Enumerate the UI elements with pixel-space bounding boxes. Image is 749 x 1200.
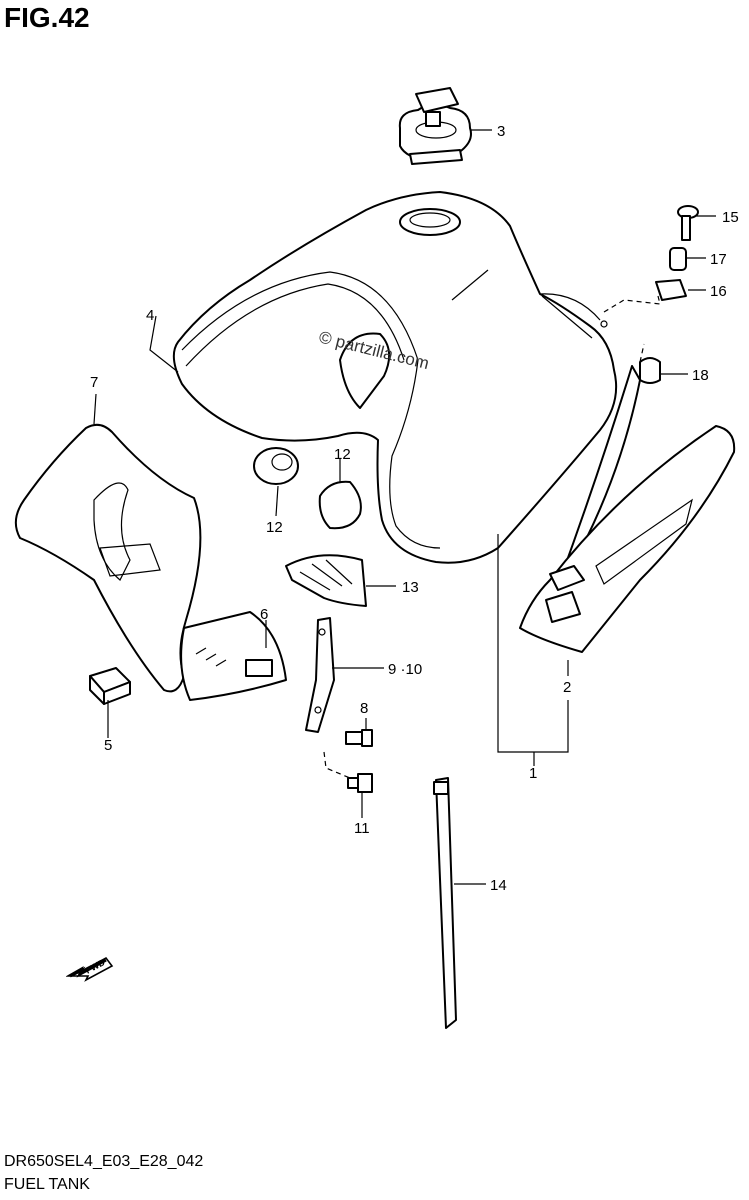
leader-lines bbox=[93, 129, 716, 885]
callout-6: 6 bbox=[260, 606, 268, 623]
rubber-cushion-b bbox=[318, 480, 362, 530]
fuel-cap bbox=[398, 87, 472, 165]
fuel-tank bbox=[172, 191, 618, 564]
callout-9-10: 9 ·10 bbox=[388, 661, 422, 678]
callout-18: 18 bbox=[692, 367, 709, 384]
callout-16: 16 bbox=[710, 283, 727, 300]
callout-3: 3 bbox=[497, 123, 505, 140]
floor-plate bbox=[180, 611, 287, 701]
tank-band bbox=[433, 777, 457, 1029]
callout-11: 11 bbox=[354, 820, 370, 837]
callout-2: 2 bbox=[563, 679, 571, 696]
forward-arrow-icon: FWD bbox=[66, 957, 114, 982]
diagram-name: FUEL TANK bbox=[4, 1176, 90, 1193]
bolt-11 bbox=[347, 773, 373, 793]
bolt-8 bbox=[345, 729, 373, 747]
callout-7: 7 bbox=[90, 374, 98, 391]
cushion-block bbox=[89, 667, 131, 705]
callout-5: 5 bbox=[104, 737, 112, 754]
side-cover bbox=[14, 423, 202, 693]
tank-emblem bbox=[519, 365, 736, 653]
grommet-18 bbox=[639, 357, 661, 384]
figure-title: FIG.42 bbox=[4, 2, 90, 33]
callout-8: 8 bbox=[360, 700, 368, 717]
callout-17: 17 bbox=[710, 251, 727, 268]
callout-12-b: 12 bbox=[334, 446, 351, 463]
tank-cushion bbox=[285, 554, 367, 607]
rubber-cushion-a bbox=[253, 447, 299, 485]
callout-12-a: 12 bbox=[266, 519, 283, 536]
callout-14: 14 bbox=[490, 877, 507, 894]
callout-4: 4 bbox=[146, 307, 154, 324]
callout-13: 13 bbox=[402, 579, 419, 596]
collar-17 bbox=[669, 247, 687, 271]
diagram-code: DR650SEL4_E03_E28_042 bbox=[4, 1153, 204, 1170]
callout-1: 1 bbox=[529, 765, 537, 782]
bracket bbox=[305, 617, 335, 733]
cushion-16 bbox=[655, 279, 687, 301]
callout-15: 15 bbox=[722, 209, 739, 226]
bolt-15 bbox=[677, 205, 699, 241]
